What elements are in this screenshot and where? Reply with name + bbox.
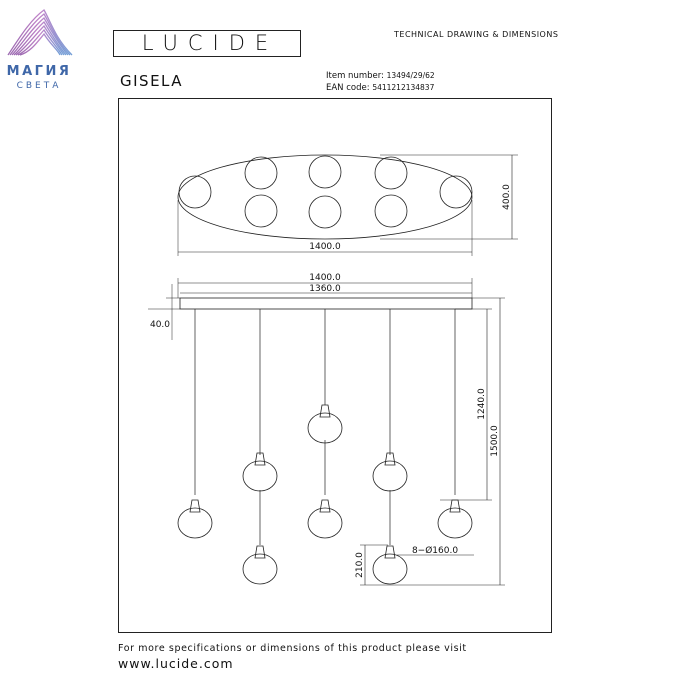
top-view-canopy-outline [177, 154, 473, 240]
dim-canopy-width: 1360.0 [309, 284, 341, 294]
dim-shade-diameter: 8−Ø160.0 [412, 545, 458, 556]
dim-cord-length: 1240.0 [477, 388, 487, 420]
footer-url[interactable]: www.lucide.com [118, 656, 234, 671]
ean-code-label: EAN code: [326, 83, 370, 93]
dim-front-width: 1400.0 [309, 273, 341, 283]
header-title: TECHNICAL DRAWING & DIMENSIONS [394, 30, 559, 39]
watermark-name: МАГИЯ [6, 64, 72, 79]
top-view-shades [178, 155, 473, 229]
dim-top-depth: 400.0 [502, 184, 512, 210]
pendant-cords [194, 309, 456, 545]
canopy [179, 297, 473, 310]
lucide-logo: LUCIDE [113, 30, 301, 57]
drawing-frame [118, 98, 552, 633]
dim-canopy-height: 40.0 [150, 320, 170, 330]
watermark-tagline: СВЕТА [16, 81, 62, 91]
ean-code: EAN code: 5411212134837 [326, 83, 434, 93]
magiya-sveta-watermark-logo [7, 9, 73, 56]
item-number: Item number: 13494/29/62 [326, 71, 435, 81]
ean-code-value: 5411212134837 [372, 83, 435, 92]
dim-shade-height: 210.0 [355, 552, 365, 578]
dim-top-width: 1400.0 [309, 242, 341, 252]
item-number-value: 13494/29/62 [386, 71, 435, 80]
front-view-shades [177, 404, 473, 585]
dim-total-height: 1500.0 [490, 425, 500, 457]
item-number-label: Item number: [326, 71, 384, 81]
footer-text: For more specifications or dimensions of… [118, 643, 467, 654]
product-name: GISELA [120, 72, 184, 90]
